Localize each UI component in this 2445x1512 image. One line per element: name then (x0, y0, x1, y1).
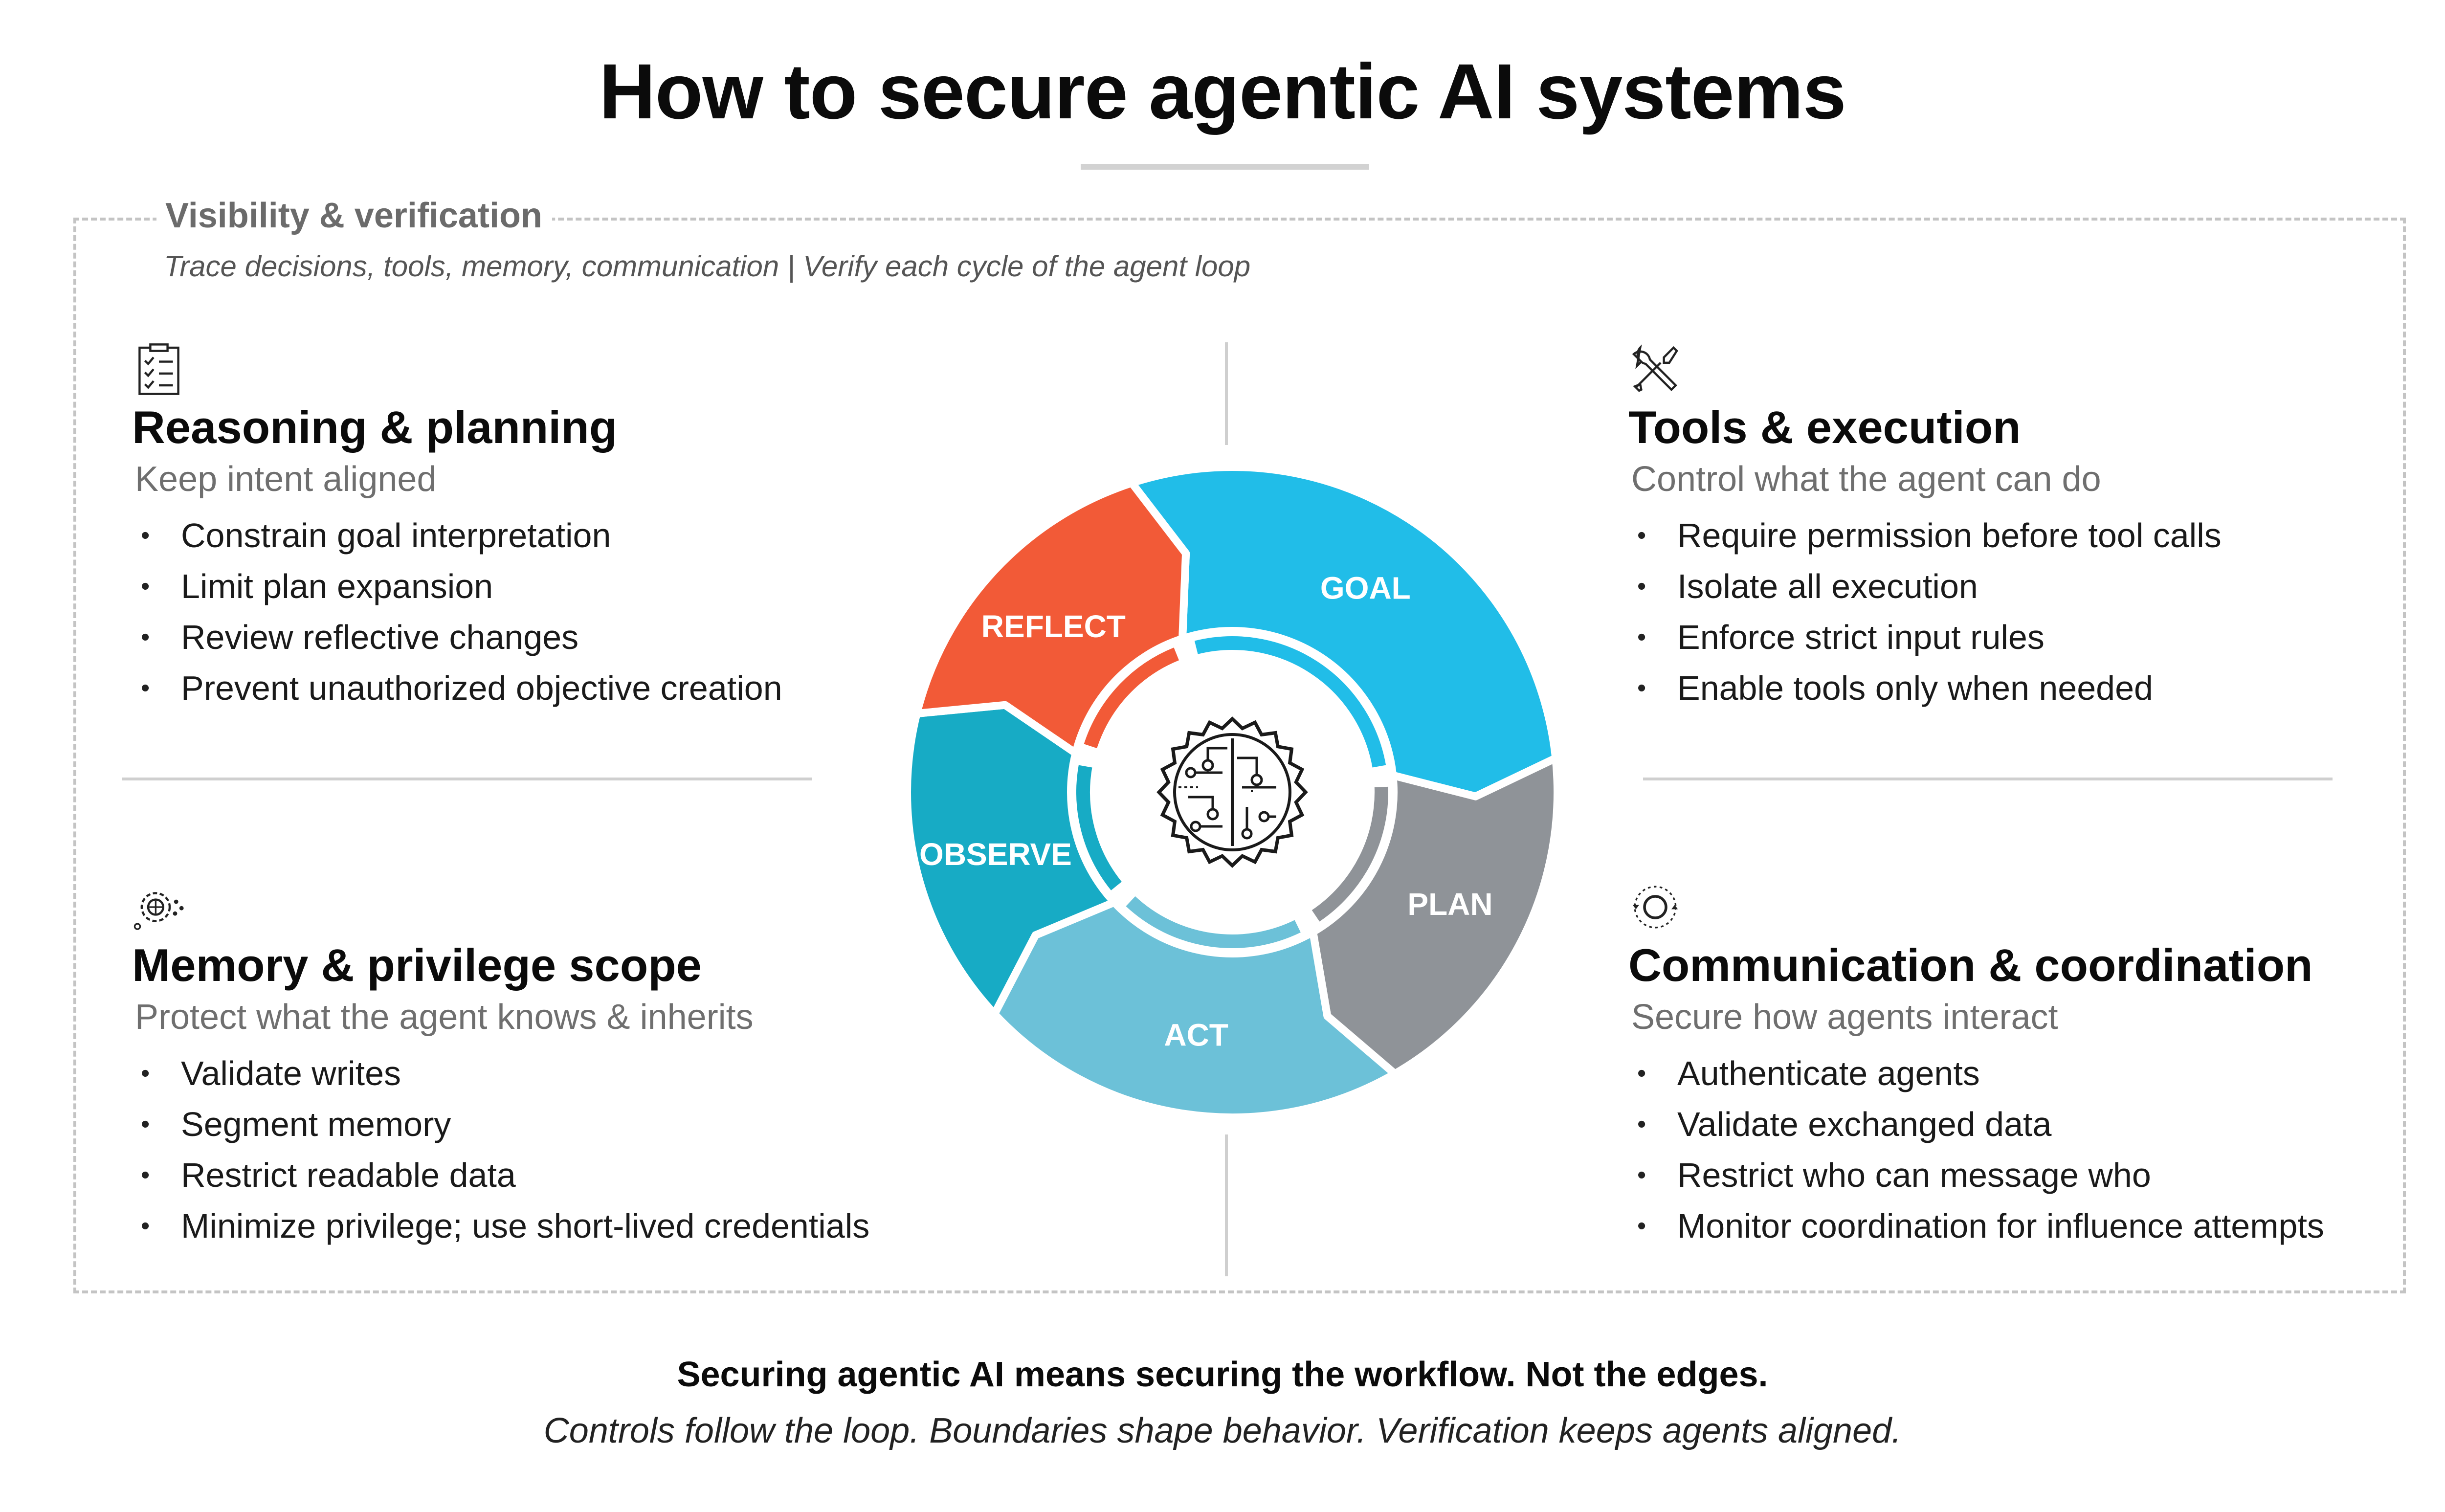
memory-gear-icon (133, 892, 184, 930)
list-item: Restrict who can message who (1628, 1150, 2324, 1201)
agent-loop-cycle: GOAL PLAN ACT OBSERVE REFLECT (903, 463, 1561, 1121)
list-item: Authenticate agents (1628, 1048, 2324, 1099)
reasoning-list: Constrain goal interpretation Limit plan… (132, 510, 782, 713)
quadrant-tools: Tools & execution Control what the agent… (1628, 342, 2222, 713)
cycle-label-act: ACT (1164, 1018, 1228, 1053)
inner-band-plan (1311, 786, 1388, 922)
divider-top (1225, 342, 1228, 445)
list-item: Require permission before tool calls (1628, 510, 2222, 561)
title-divider (1081, 164, 1369, 170)
list-item: Minimize privilege; use short-lived cred… (132, 1201, 869, 1251)
coordination-icon (1632, 886, 1678, 929)
cycle-segment-reflect (912, 479, 1190, 757)
cycle-label-observe: OBSERVE (919, 837, 1072, 872)
circuit-brain-icon (1156, 716, 1308, 868)
list-item: Enable tools only when needed (1628, 663, 2222, 713)
list-item: Validate exchanged data (1628, 1099, 2324, 1150)
tools-icon (1632, 344, 1678, 392)
cycle-segment-observe (903, 701, 1118, 1018)
visibility-heading: Visibility & verification (156, 196, 552, 236)
checklist-icon (138, 343, 179, 395)
divider-left (122, 778, 812, 780)
cycle-label-plan: PLAN (1407, 887, 1492, 922)
reasoning-subtitle: Keep intent aligned (135, 460, 437, 499)
list-item: Validate writes (132, 1048, 869, 1099)
divider-bottom (1225, 1134, 1228, 1276)
list-item: Restrict readable data (132, 1150, 869, 1201)
cycle-label-goal: GOAL (1320, 571, 1411, 606)
list-item: Prevent unauthorized objective creation (132, 663, 782, 713)
quadrant-memory: Memory & privilege scope Protect what th… (132, 880, 869, 1251)
visibility-subtitle: Trace decisions, tools, memory, communic… (164, 250, 1251, 283)
reasoning-title: Reasoning & planning (132, 401, 618, 453)
list-item: Limit plan expansion (132, 561, 782, 612)
memory-subtitle: Protect what the agent knows & inherits (135, 998, 754, 1037)
communication-title: Communication & coordination (1628, 939, 2313, 991)
quadrant-reasoning: Reasoning & planning Keep intent aligned… (132, 342, 782, 713)
inner-band-act (1126, 896, 1301, 948)
inner-band-observe (1076, 765, 1122, 890)
communication-subtitle: Secure how agents interact (1631, 998, 2058, 1037)
divider-right (1643, 778, 2333, 780)
list-item: Constrain goal interpretation (132, 510, 782, 561)
list-item: Segment memory (132, 1099, 869, 1150)
page-title: How to secure agentic AI systems (599, 47, 1846, 135)
cycle-segment-goal (1128, 463, 1560, 800)
inner-band-goal (1194, 636, 1386, 768)
visibility-frame (73, 218, 2406, 1293)
footer-tagline: Controls follow the loop. Boundaries sha… (543, 1411, 1902, 1450)
communication-list: Authenticate agents Validate exchanged d… (1628, 1048, 2324, 1251)
cycle-segment-act (990, 898, 1399, 1121)
memory-list: Validate writes Segment memory Restrict … (132, 1048, 869, 1251)
list-item: Monitor coordination for influence attem… (1628, 1201, 2324, 1251)
memory-title: Memory & privilege scope (132, 939, 702, 991)
tools-title: Tools & execution (1628, 401, 2021, 453)
quadrant-communication: Communication & coordination Secure how … (1628, 880, 2324, 1251)
inner-band-reflect (1084, 647, 1179, 749)
list-item: Review reflective changes (132, 612, 782, 663)
cycle-label-reflect: REFLECT (981, 609, 1126, 644)
footer-statement: Securing agentic AI means securing the w… (677, 1355, 1768, 1394)
tools-list: Require permission before tool calls Iso… (1628, 510, 2222, 713)
list-item: Enforce strict input rules (1628, 612, 2222, 663)
tools-subtitle: Control what the agent can do (1631, 460, 2101, 499)
cycle-segment-plan (1309, 754, 1561, 1078)
list-item: Isolate all execution (1628, 561, 2222, 612)
